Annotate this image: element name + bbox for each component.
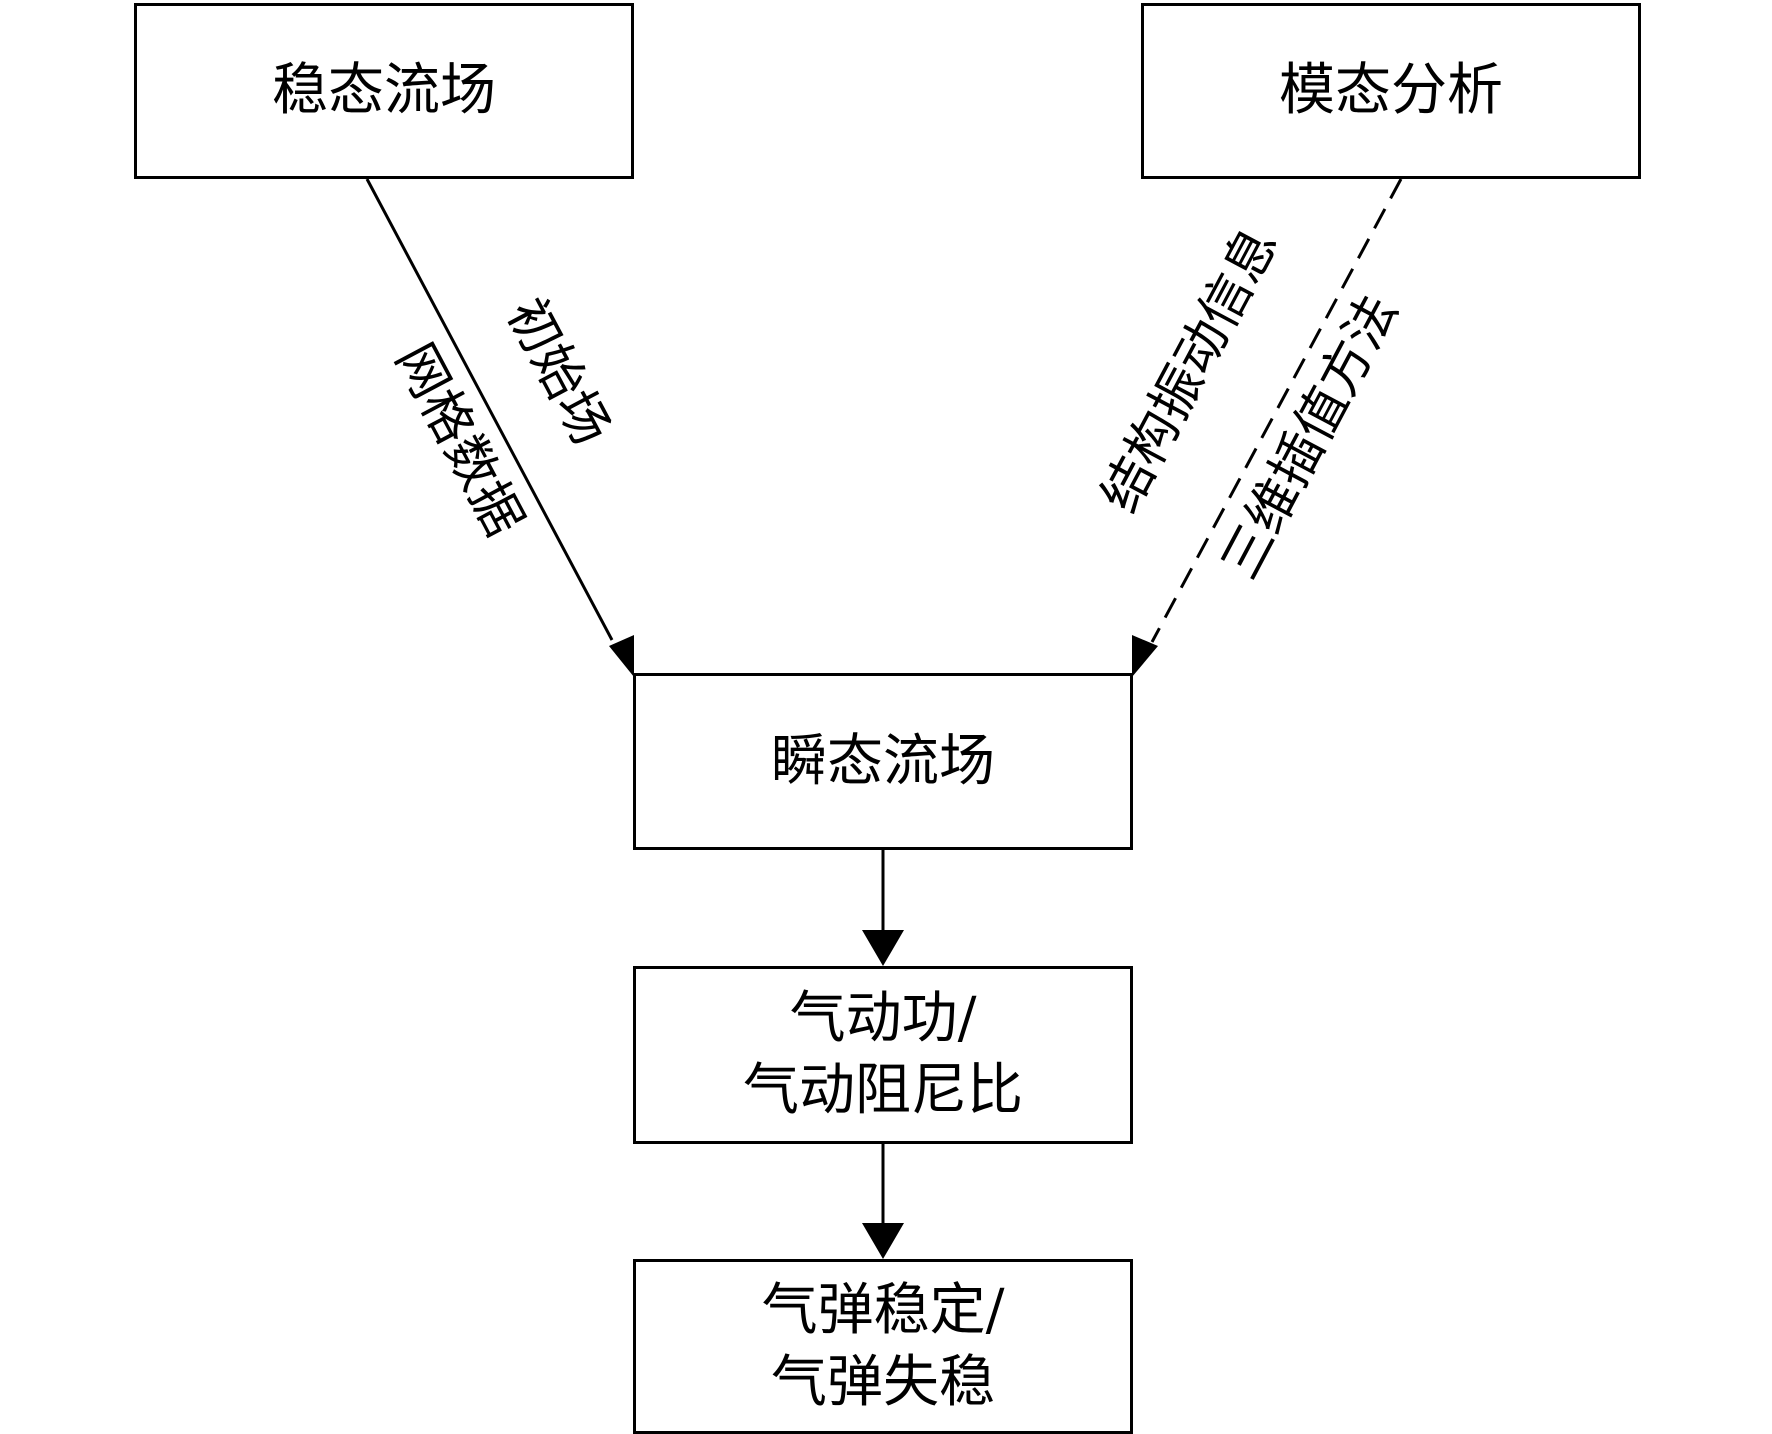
node-aeroelastic-line1: 气弹稳定/ — [761, 1277, 1005, 1343]
node-aero-work-line1: 气动功/ — [789, 986, 977, 1051]
arrowhead-work-to-stability — [862, 1223, 904, 1259]
node-steady-flow-label: 稳态流场 — [272, 58, 496, 123]
arrowhead-modal-to-transient — [1132, 635, 1158, 677]
node-aero-work-line2: 气动阻尼比 — [743, 1058, 1023, 1123]
arrow-steady-to-transient — [365, 178, 614, 641]
arrow-modal-to-transient — [1150, 178, 1403, 643]
node-modal-analysis: 模态分析 — [1141, 3, 1641, 179]
node-steady-flow: 稳态流场 — [134, 3, 634, 179]
node-aeroelastic-line2: 气弹失稳 — [771, 1349, 995, 1415]
node-aeroelastic-stability: 气弹稳定/ 气弹失稳 — [633, 1259, 1133, 1434]
node-transient-flow-label: 瞬态流场 — [771, 728, 995, 794]
node-transient-flow: 瞬态流场 — [633, 673, 1133, 850]
arrowhead-transient-to-work — [862, 930, 904, 966]
arrowhead-steady-to-transient — [609, 635, 634, 677]
node-modal-analysis-label: 模态分析 — [1279, 58, 1503, 123]
node-aero-work: 气动功/ 气动阻尼比 — [633, 966, 1133, 1144]
